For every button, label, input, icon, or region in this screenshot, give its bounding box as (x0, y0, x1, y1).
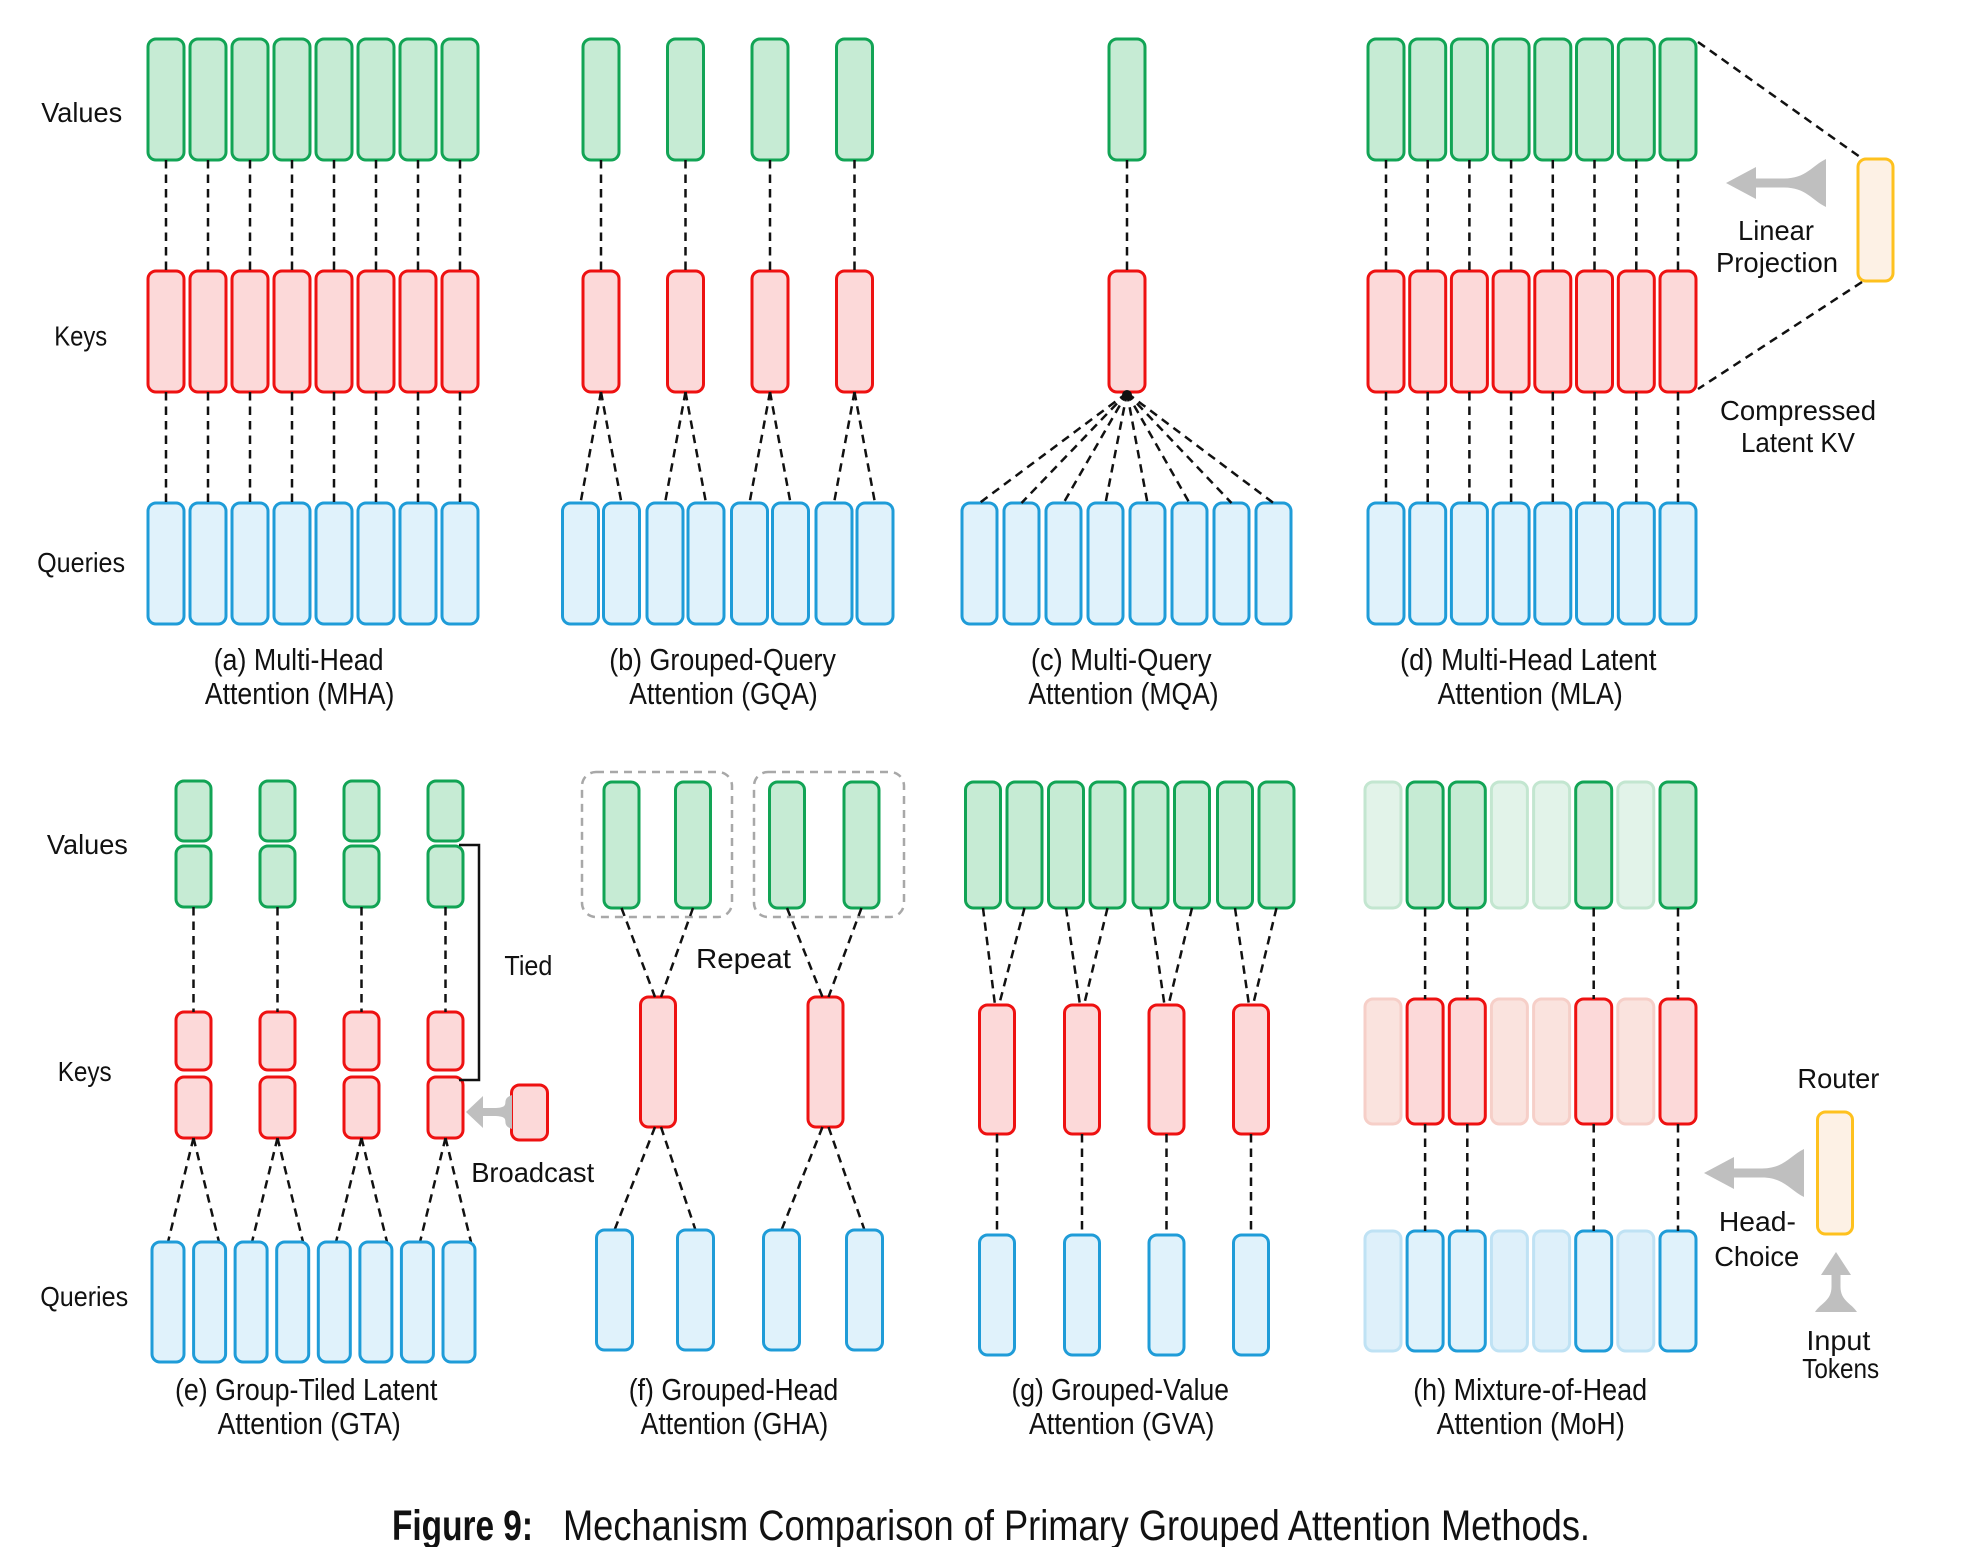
svg-text:Compressed: Compressed (1720, 395, 1876, 426)
svg-text:(a) Multi-Head: (a) Multi-Head (214, 642, 384, 677)
svg-text:Attention (MQA): Attention (MQA) (1028, 676, 1218, 711)
svg-text:Tokens: Tokens (1802, 1353, 1879, 1384)
svg-text:Keys: Keys (54, 321, 107, 352)
svg-text:Attention (GTA): Attention (GTA) (218, 1406, 401, 1441)
svg-text:Tied: Tied (504, 950, 552, 981)
svg-text:(d) Multi-Head Latent: (d) Multi-Head Latent (1400, 642, 1657, 677)
svg-text:Values: Values (41, 97, 122, 128)
svg-text:Keys: Keys (58, 1056, 112, 1087)
svg-text:Broadcast: Broadcast (471, 1157, 594, 1188)
svg-text:Projection: Projection (1716, 247, 1838, 278)
svg-text:(g) Grouped-Value: (g) Grouped-Value (1011, 1372, 1229, 1407)
svg-text:(f) Grouped-Head: (f) Grouped-Head (629, 1372, 839, 1407)
svg-text:Head-: Head- (1719, 1206, 1796, 1237)
svg-text:Attention (MHA): Attention (MHA) (205, 676, 395, 711)
svg-text:Attention (GVA): Attention (GVA) (1029, 1406, 1215, 1441)
svg-text:Repeat: Repeat (696, 943, 791, 974)
svg-text:Figure 9:: Figure 9: (392, 1502, 533, 1547)
svg-text:Input: Input (1806, 1325, 1870, 1356)
svg-text:(h) Mixture-of-Head: (h) Mixture-of-Head (1413, 1372, 1647, 1407)
svg-text:Linear: Linear (1738, 215, 1814, 246)
svg-text:Choice: Choice (1714, 1241, 1799, 1272)
svg-text:Attention (MLA): Attention (MLA) (1438, 676, 1623, 711)
svg-text:Values: Values (47, 829, 128, 860)
svg-text:(b) Grouped-Query: (b) Grouped-Query (609, 642, 836, 677)
svg-text:Queries: Queries (37, 547, 125, 578)
svg-text:Attention (GHA): Attention (GHA) (641, 1406, 829, 1441)
svg-text:Mechanism Comparison of Primar: Mechanism Comparison of Primary Grouped … (563, 1502, 1590, 1547)
svg-text:Attention (GQA): Attention (GQA) (629, 676, 818, 711)
svg-text:(e) Group-Tiled Latent: (e) Group-Tiled Latent (175, 1372, 438, 1407)
svg-text:Latent KV: Latent KV (1741, 427, 1855, 458)
svg-text:Router: Router (1797, 1063, 1879, 1094)
svg-text:Queries: Queries (40, 1281, 128, 1312)
svg-text:Attention (MoH): Attention (MoH) (1437, 1406, 1625, 1441)
svg-text:(c) Multi-Query: (c) Multi-Query (1031, 642, 1212, 677)
